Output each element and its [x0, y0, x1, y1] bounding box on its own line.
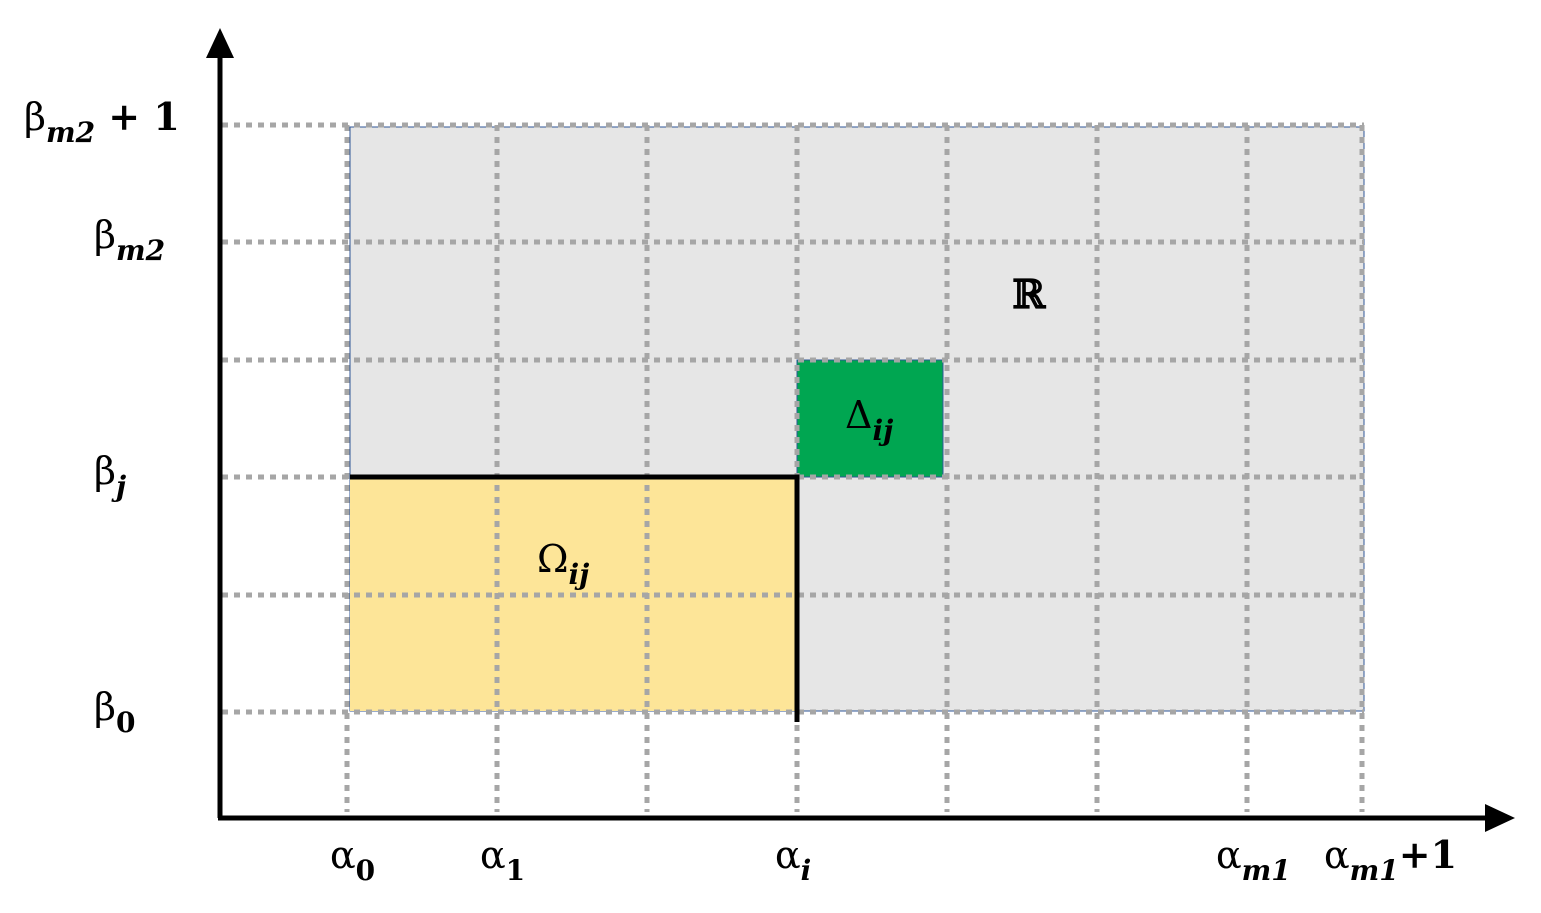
x-tick-labels: α0 α1 αi αm1 αm1+1 — [330, 832, 1457, 887]
x-tick-label: α0 — [330, 833, 375, 887]
region-omega-label: Ωij — [537, 537, 589, 591]
y-tick-label: βm2 + 1 — [24, 94, 180, 149]
region-r-label: ℝ — [1012, 271, 1047, 318]
y-tick-label: β0 — [94, 685, 135, 739]
y-tick-labels: βm2 + 1 βm2 βj β0 — [24, 94, 180, 739]
region-delta-label: Δij — [845, 393, 893, 447]
x-axis-arrow-icon — [1485, 804, 1515, 832]
x-tick-label: αm1 — [1216, 833, 1291, 887]
x-tick-label: αi — [775, 833, 811, 887]
y-axis-arrow-icon — [206, 28, 234, 58]
y-tick-label: βm2 — [94, 213, 165, 267]
omega-boundary — [350, 474, 800, 722]
x-tick-label: α1 — [480, 833, 525, 887]
x-tick-label: αm1+1 — [1324, 832, 1457, 887]
y-tick-label: βj — [94, 449, 126, 503]
grid-lines — [222, 122, 1365, 812]
